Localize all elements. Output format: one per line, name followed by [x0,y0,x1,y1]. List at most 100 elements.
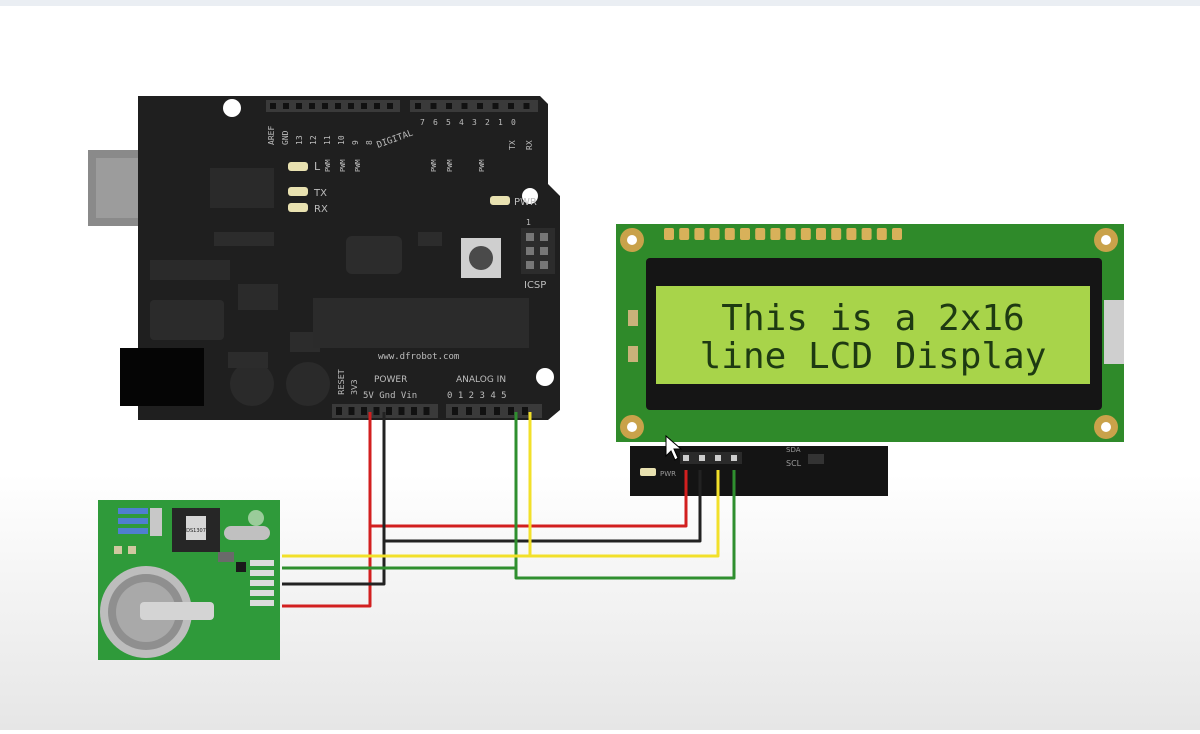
i2c-backpack: PWR SCL SDA [630,446,888,496]
top-strip [0,0,1200,6]
icsp-pin [526,247,534,255]
microcontroller [313,298,529,348]
power-jack [120,348,204,406]
lcd-pad [861,228,872,240]
pwm-label: PWM [430,159,438,172]
component [418,232,442,246]
rtc-pin [250,560,274,566]
header-pin [374,103,380,109]
header-pin [415,103,421,109]
digital-pin-label: 1 [498,118,503,127]
i2c-pin [683,455,689,461]
i2c-header [680,452,742,464]
rx-pin-label: RX [525,140,534,150]
lcd-pad [740,228,750,240]
header-pin [492,103,499,109]
digital-pin-label: 2 [485,118,490,127]
header-pin [430,103,437,109]
rtc-module: DS1307 [98,500,280,660]
icsp-pin-one: 1 [526,218,531,227]
power-pin [423,407,430,415]
rtc-header-pins [250,560,274,606]
icsp-pin [526,233,534,241]
header-pin [477,103,483,109]
header-pin [348,103,354,109]
rtc-pin [250,590,274,596]
led-l-label: L [314,160,321,173]
digital-pin-label: 13 [295,135,304,145]
digital-pin-label: 10 [337,135,346,145]
bottom-header-pins [336,407,528,415]
lcd-module: This is a 2x16 line LCD Display [616,224,1124,442]
digital-pin-label: 6 [433,118,438,127]
wire-black-rtc [282,412,386,586]
pwr-label: PWR [514,197,537,208]
website-label: www.dfrobot.com [378,352,459,362]
digital-pin-label: 11 [323,135,332,145]
header-pin [387,103,393,109]
mount-hole [536,368,554,386]
digital-pin-label: 5 [446,118,451,127]
header-pin [361,103,367,109]
power-label: POWER [374,375,407,385]
header-pins [270,103,530,109]
lcd-pad [709,228,720,240]
i2c-component [808,454,824,464]
lcd-pad [755,228,766,240]
power-pin [348,407,355,415]
i2c-pwr-label: PWR [660,470,676,478]
power-pin [373,407,380,415]
icsp-pin [540,233,548,241]
lcd-pad [679,228,690,240]
lcd-side-leds [628,310,638,362]
lcd-pad [892,228,902,240]
wire-yellow-lcd [530,470,720,558]
analog-pin-labels: 0 1 2 3 4 5 [447,391,507,401]
led-rx [288,203,308,212]
i2c-pin [715,455,721,461]
reset-label: RESET [337,369,346,395]
tx-pin-label: TX [508,140,517,150]
analog-label: ANALOG IN [456,375,506,385]
header-pin [283,103,289,109]
header-pin [523,103,530,109]
lcd-pad [724,228,735,240]
analog-pin [494,407,500,415]
lcd-header-pads [664,228,902,240]
i2c-pins [683,455,737,461]
header-pin [309,103,315,109]
lcd-line-2: line LCD Display [700,336,1047,377]
chip [210,168,274,208]
lcd-pad [846,228,857,240]
lcd-pad [664,228,674,240]
wire-red-rtc [282,412,372,608]
rtc-resistors [118,508,162,536]
lcd-pad [800,228,811,240]
digital-header-right [410,100,538,112]
wires [282,412,736,608]
rtc-pin [250,600,274,606]
component [228,352,268,368]
header-pin [335,103,341,109]
rtc-component [114,546,122,554]
icsp-pin [540,247,548,255]
rtc-component [218,552,234,562]
capacitor [286,362,330,406]
power-pin-labels: 5V Gnd Vin [363,391,417,401]
pwm-label: PWM [478,159,486,172]
digital-pin-label: 9 [351,140,360,145]
component [150,260,230,280]
header-pin [461,103,468,109]
power-pin [386,407,392,415]
lcd-pad [770,228,781,240]
icsp-pins [526,233,548,269]
power-pin [361,407,367,415]
lcd-pad [831,228,842,240]
digital-pin-label: 7 [420,118,425,127]
digital-pin-label: 0 [511,118,516,127]
